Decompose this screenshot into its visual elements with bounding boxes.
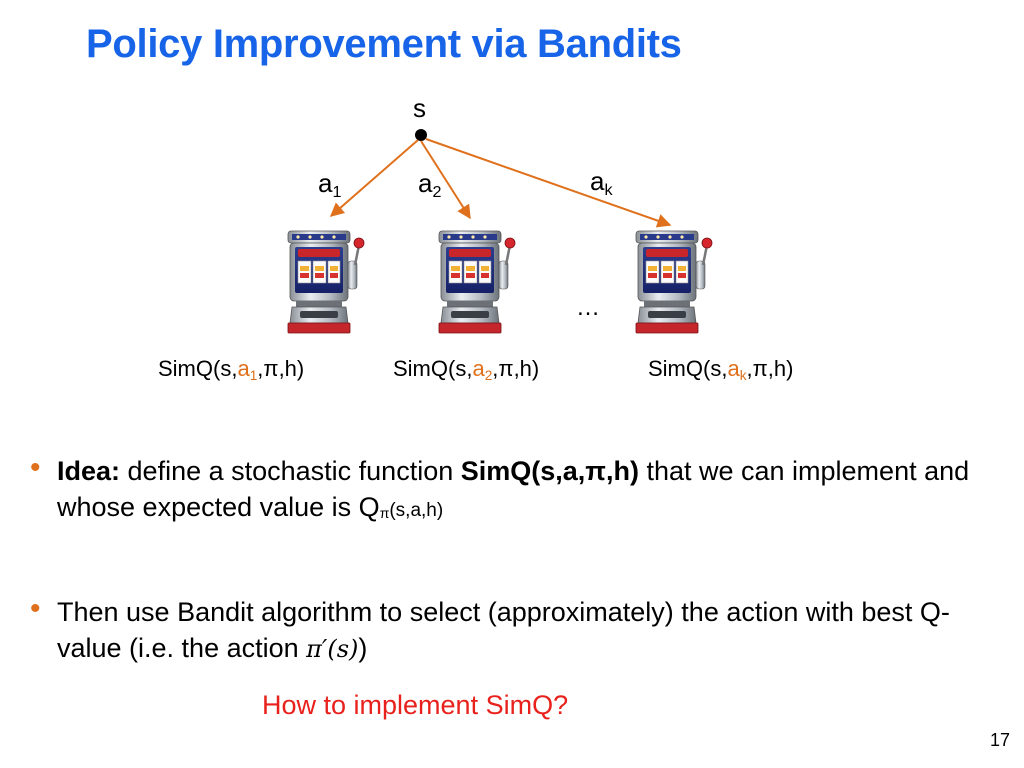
bullet-dot: • — [30, 592, 41, 625]
action-label-a1: a1 — [318, 168, 342, 201]
action-edge-ak — [425, 138, 672, 228]
slide-title: Policy Improvement via Bandits — [86, 22, 682, 66]
simq-label-a1: SimQ(s,a1,π,h) — [158, 356, 305, 384]
slot-machine-icon — [634, 229, 714, 335]
more-actions-ellipsis: … — [576, 294, 600, 321]
action-label-ak: ak — [590, 166, 613, 199]
bullet-bandit-text: Then use Bandit algorithm to select (app… — [57, 597, 950, 663]
slot-machine-icon — [437, 229, 517, 335]
action-edge-a2 — [420, 140, 471, 220]
root-state-node — [415, 129, 427, 141]
bullet-idea: • Idea: define a stochastic function Sim… — [30, 451, 990, 531]
slot-machine-icon — [286, 229, 366, 335]
simq-label-a2: SimQ(s,a2,π,h) — [393, 356, 540, 384]
bullet-idea-text: Idea: define a stochastic function SimQ(… — [57, 456, 970, 522]
page-number: 17 — [989, 730, 1010, 750]
question-text: How to implement SimQ? — [262, 690, 569, 720]
bullet-bandit: • Then use Bandit algorithm to select (a… — [30, 592, 990, 667]
simq-label-ak: SimQ(s,ak,π,h) — [648, 356, 794, 384]
action-label-a2: a2 — [418, 168, 442, 201]
root-state-label: s — [413, 93, 426, 123]
action-edge-a1 — [329, 139, 419, 217]
bullet-dot: • — [30, 451, 41, 484]
